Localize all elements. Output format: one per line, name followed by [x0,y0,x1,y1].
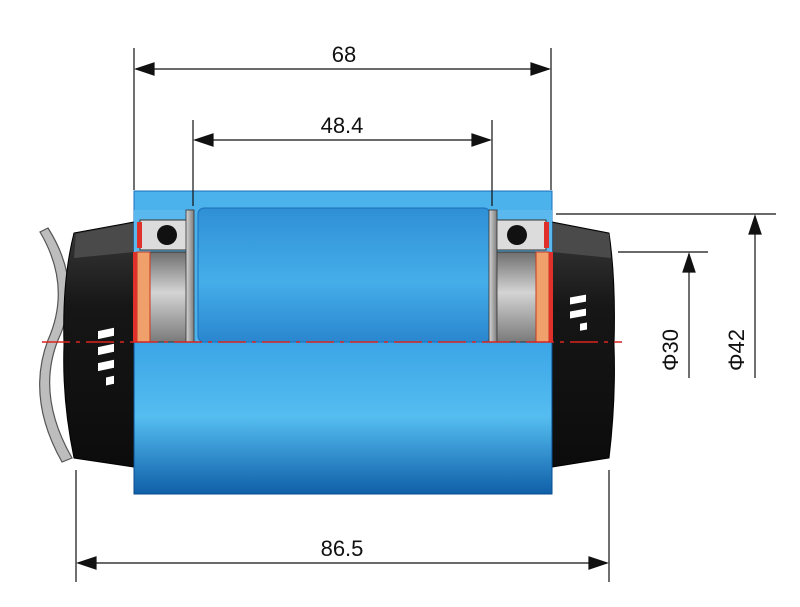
dimension-inner-diameter [618,251,708,378]
dimension-shell-width [75,470,610,582]
dimension-label-48-4: 48.4 [321,113,364,138]
axle-center-tube [197,207,491,343]
fsa-logo-right [570,294,587,331]
fsa-logo-left [98,327,114,386]
dimension-overall-width [133,48,552,190]
dimension-label-86-5: 86.5 [321,536,364,561]
right-cup [551,221,615,468]
right-bearing-ball [507,225,527,245]
dimension-label-phi42: Φ42 [724,329,749,371]
dimension-inner-width [192,120,493,206]
left-cup-top-bevel [74,223,134,258]
left-bearing-ball [157,225,177,245]
dimension-label-phi30: Φ30 [658,329,683,371]
dimension-label-68: 68 [332,42,356,67]
dimension-outer-diameter [556,213,776,378]
axle-lower [133,339,553,495]
right-bearing [488,209,553,343]
right-cup-top-bevel [552,223,611,258]
left-bearing [133,209,195,343]
left-cup [63,221,135,468]
